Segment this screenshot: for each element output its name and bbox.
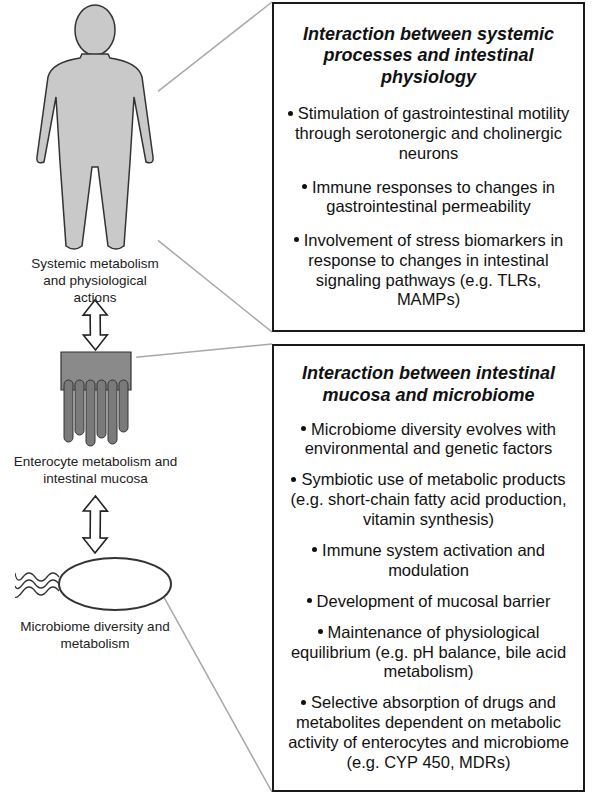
bullet-text: Microbiome diversity evolves with enviro… <box>305 420 556 458</box>
figure-shape <box>20 2 170 252</box>
bullet-item: Symbiotic use of metabolic products (e.g… <box>284 470 573 529</box>
zoom-line <box>136 344 272 357</box>
bullet-text: Symbiotic use of metabolic products (e.g… <box>290 470 566 528</box>
bullet-dot <box>291 477 296 482</box>
figure-label: Microbiome diversity and metabolism <box>10 619 180 653</box>
bullet-text: Development of mucosal barrier <box>317 592 551 610</box>
mucosa-figure: Enterocyte metabolism and intestinal muc… <box>3 350 188 496</box>
figure-label: Enterocyte metabolism and intestinal muc… <box>3 454 188 488</box>
bullet-item: Development of mucosal barrier <box>284 592 573 612</box>
zoom-line <box>158 2 272 91</box>
bullet-dot <box>288 111 293 116</box>
figure-label: Systemic metabolism and physiological ac… <box>20 256 170 307</box>
bullet-dot <box>318 629 323 634</box>
bullet-text: Stimulation of gastrointestinal motility… <box>295 104 569 162</box>
bullet-text: Immune system activation and modulation <box>322 541 545 579</box>
box-heading: Interaction between systemic processes a… <box>303 24 554 87</box>
bacterium-shape <box>15 553 175 615</box>
human-silhouette <box>20 2 170 252</box>
bullet-text: Involvement of stress biomarkers in resp… <box>304 231 564 308</box>
info-box: Interaction between systemic processes a… <box>272 2 585 332</box>
systemic-figure: Systemic metabolism and physiological ac… <box>20 2 170 300</box>
figure-shape <box>15 553 175 615</box>
bullet-text: Maintenance of physiological equilibrium… <box>291 623 566 681</box>
bullet-item: Stimulation of gastrointestinal motility… <box>284 104 573 163</box>
double-arrow <box>83 300 107 350</box>
bullet-item: Maintenance of physiological equilibrium… <box>284 623 573 682</box>
bullet-dot <box>301 700 306 705</box>
bullet-text: Immune responses to changes in gastroint… <box>312 178 555 216</box>
box-heading-row: Interaction between systemic processes a… <box>284 24 573 89</box>
zoom-line <box>160 589 272 792</box>
bullet-item: Microbiome diversity evolves with enviro… <box>284 420 573 460</box>
box-heading-row: Interaction between intestinal mucosa an… <box>284 363 573 406</box>
bullet-item: Selective absorption of drugs and metabo… <box>284 693 573 772</box>
info-box: Interaction between intestinal mucosa an… <box>272 344 585 792</box>
bullet-dot <box>302 184 307 189</box>
box-heading: Interaction between intestinal mucosa an… <box>302 363 555 405</box>
figure-shape <box>56 350 136 450</box>
double-arrow <box>83 496 107 553</box>
bullet-item: Involvement of stress biomarkers in resp… <box>284 231 573 310</box>
bullet-text: Selective absorption of drugs and metabo… <box>288 693 569 770</box>
bullet-dot <box>294 237 299 242</box>
bullet-item: Immune responses to changes in gastroint… <box>284 178 573 218</box>
zoom-line <box>158 240 272 332</box>
bullet-dot <box>307 598 312 603</box>
bullet-dot <box>312 547 317 552</box>
microbiome-figure: Microbiome diversity and metabolism <box>10 553 180 657</box>
bullet-item: Immune system activation and modulation <box>284 541 573 581</box>
intestinal-villi <box>56 350 136 450</box>
bullet-dot <box>301 426 306 431</box>
